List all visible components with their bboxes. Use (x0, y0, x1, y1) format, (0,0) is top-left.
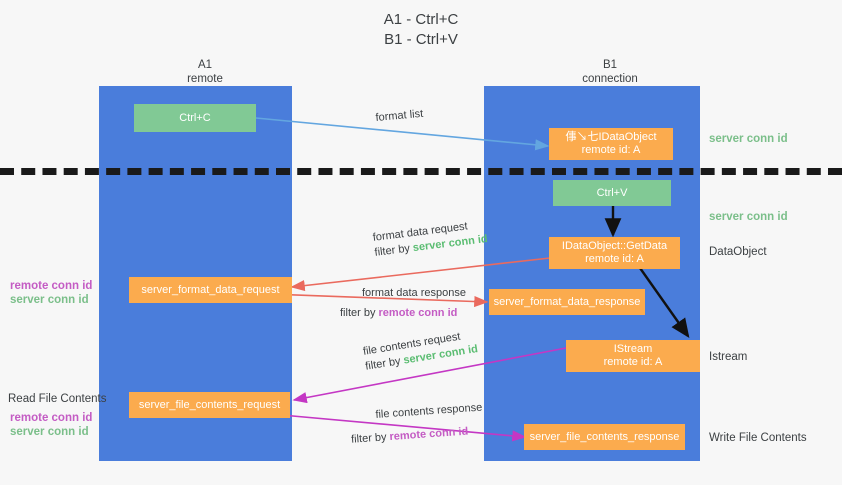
label-istream: Istream (709, 351, 748, 363)
box-server-file-contents-request-label: server_file_contents_request (138, 398, 281, 411)
title-line-1: A1 - Ctrl+C (383, 11, 459, 28)
annotation-format-data-response: format data response filter by remote co… (340, 286, 466, 321)
column-a1-sub: remote (187, 73, 223, 85)
box-istream[interactable]: IStream remote id: A (566, 340, 700, 372)
box-server-format-data-request-label: server_format_data_request (141, 283, 280, 296)
title-line-2: B1 - Ctrl+V (384, 31, 458, 48)
label-read-file-contents: Read File Contents (8, 393, 107, 405)
column-a1-name: A1 (197, 59, 213, 71)
label-server-conn-id-upper: server conn id (10, 294, 89, 306)
box-idataobject-getdata[interactable]: IDataObject::GetData remote id: A (549, 237, 680, 269)
label-server-conn-id-top: server conn id (709, 133, 788, 145)
box-idataobject-line2: remote id: A (581, 144, 641, 156)
column-b1-name: B1 (602, 59, 618, 71)
label-server-conn-id-mid: server conn id (709, 211, 788, 223)
column-header-a1: A1 remote (140, 58, 270, 86)
box-ctrl-c[interactable]: Ctrl+C (134, 104, 256, 132)
box-idataobject-getdata-line1: IDataObject::GetData (561, 240, 668, 252)
box-ctrl-v[interactable]: Ctrl+V (553, 180, 671, 206)
annotation-format-data-response-filter: filter by remote conn id (340, 306, 466, 321)
annotation-format-data-response-title: format data response (362, 287, 466, 299)
filter-value-remote-conn-id: remote conn id (378, 307, 458, 319)
filter-prefix: filter by (350, 431, 390, 446)
box-idataobject-line1: 倳↘七IDataObject (565, 131, 657, 143)
column-header-b1: B1 connection (540, 58, 680, 86)
phase-separator (0, 168, 842, 175)
label-remote-conn-id-upper: remote conn id (10, 280, 93, 292)
box-server-file-contents-response[interactable]: server_file_contents_response (524, 424, 685, 450)
annotation-format-data-request: format data request filter by server con… (372, 217, 489, 261)
annotation-format-list-text: format list (375, 107, 424, 124)
annotation-file-contents-response-title: file contents response (375, 401, 483, 421)
column-b1-sub: connection (582, 73, 638, 85)
label-write-file-contents: Write File Contents (709, 432, 807, 444)
box-istream-line1: IStream (613, 343, 653, 355)
filter-value-remote-conn-id: remote conn id (389, 425, 469, 444)
box-idataobject-getdata-line2: remote id: A (585, 253, 644, 265)
box-istream-line2: remote id: A (603, 356, 663, 368)
annotation-format-list: format list (375, 107, 424, 126)
box-server-format-data-response-label: server_format_data_response (493, 295, 641, 308)
box-server-format-data-response[interactable]: server_format_data_response (489, 289, 645, 315)
filter-prefix: filter by (340, 307, 379, 319)
annotation-file-contents-response-filter: filter by remote conn id (351, 423, 485, 447)
label-dataobject: DataObject (709, 246, 767, 258)
box-server-file-contents-response-label: server_file_contents_response (529, 430, 680, 443)
box-server-file-contents-request[interactable]: server_file_contents_request (129, 392, 290, 418)
annotation-file-contents-response: file contents response filter by remote … (351, 401, 484, 446)
filter-prefix: filter by (373, 242, 414, 259)
box-idataobject[interactable]: 倳↘七IDataObject remote id: A (549, 128, 673, 160)
label-server-conn-id-lower: server conn id (10, 426, 89, 438)
box-ctrl-v-label: Ctrl+V (596, 186, 628, 199)
annotation-file-contents-request: file contents request filter by server c… (362, 327, 479, 374)
label-remote-conn-id-lower: remote conn id (10, 412, 93, 424)
page-title: A1 - Ctrl+C B1 - Ctrl+V (0, 10, 842, 50)
box-server-format-data-request[interactable]: server_format_data_request (129, 277, 292, 303)
box-ctrl-c-label: Ctrl+C (179, 111, 211, 124)
